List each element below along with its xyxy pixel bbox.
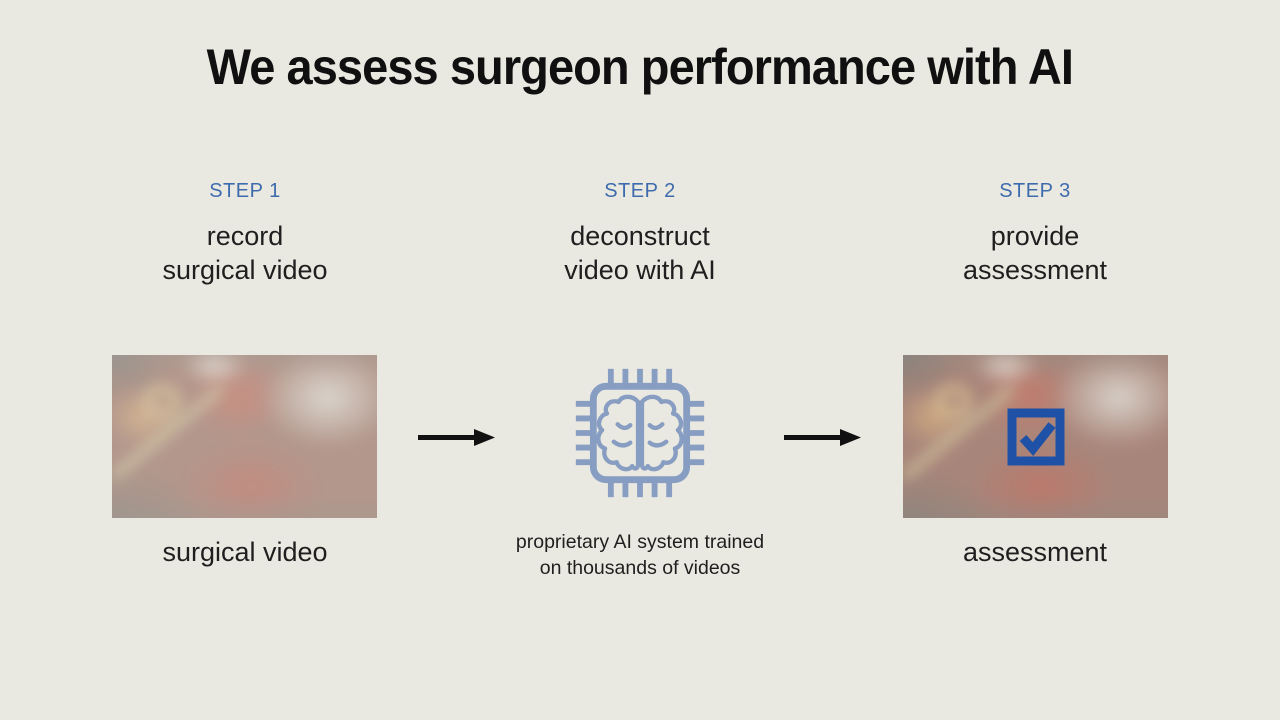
step-1-description-line2: surgical video <box>162 255 328 285</box>
step-1-description-line1: record <box>206 221 284 251</box>
slide-title-text: We assess surgeon performance with AI <box>206 39 1074 95</box>
step-2-caption-line1: proprietary AI system trained <box>515 531 765 553</box>
step-3-caption: assessment <box>962 537 1108 567</box>
checkbox-checked-icon <box>903 355 1168 518</box>
step-2-label: STEP 2 <box>604 180 676 202</box>
step-2-description: deconstruct video with AI <box>475 219 805 287</box>
slide-title: We assess surgeon performance with AI <box>0 38 1280 96</box>
surgical-instrument-ring <box>934 384 972 418</box>
step-3-description: provide assessment <box>870 219 1200 287</box>
arrow-right-icon <box>418 428 496 447</box>
arrow-right-icon <box>784 428 862 447</box>
surgical-video-thumbnail <box>112 355 377 518</box>
photo-faded-overlay <box>903 355 1168 518</box>
step-2-description-line2: video with AI <box>564 255 716 285</box>
surgical-scene-art <box>903 355 1168 518</box>
ai-chip-brain-icon <box>570 358 710 508</box>
photo-vignette <box>903 355 1168 518</box>
step-2-caption: proprietary AI system trained on thousan… <box>475 530 805 581</box>
step-1-caption: surgical video <box>162 537 328 567</box>
step-2-caption-line2: on thousands of videos <box>539 556 741 579</box>
step-2-description-line1: deconstruct <box>570 221 710 251</box>
step-1-description: record surgical video <box>80 219 410 287</box>
step-3-description-line1: provide <box>990 221 1080 251</box>
assessment-thumbnail <box>903 355 1168 518</box>
step-1-label: STEP 1 <box>209 180 281 202</box>
step-3-label: STEP 3 <box>999 180 1071 202</box>
photo-faded-overlay <box>112 355 377 518</box>
step-3-description-line2: assessment <box>962 255 1108 285</box>
